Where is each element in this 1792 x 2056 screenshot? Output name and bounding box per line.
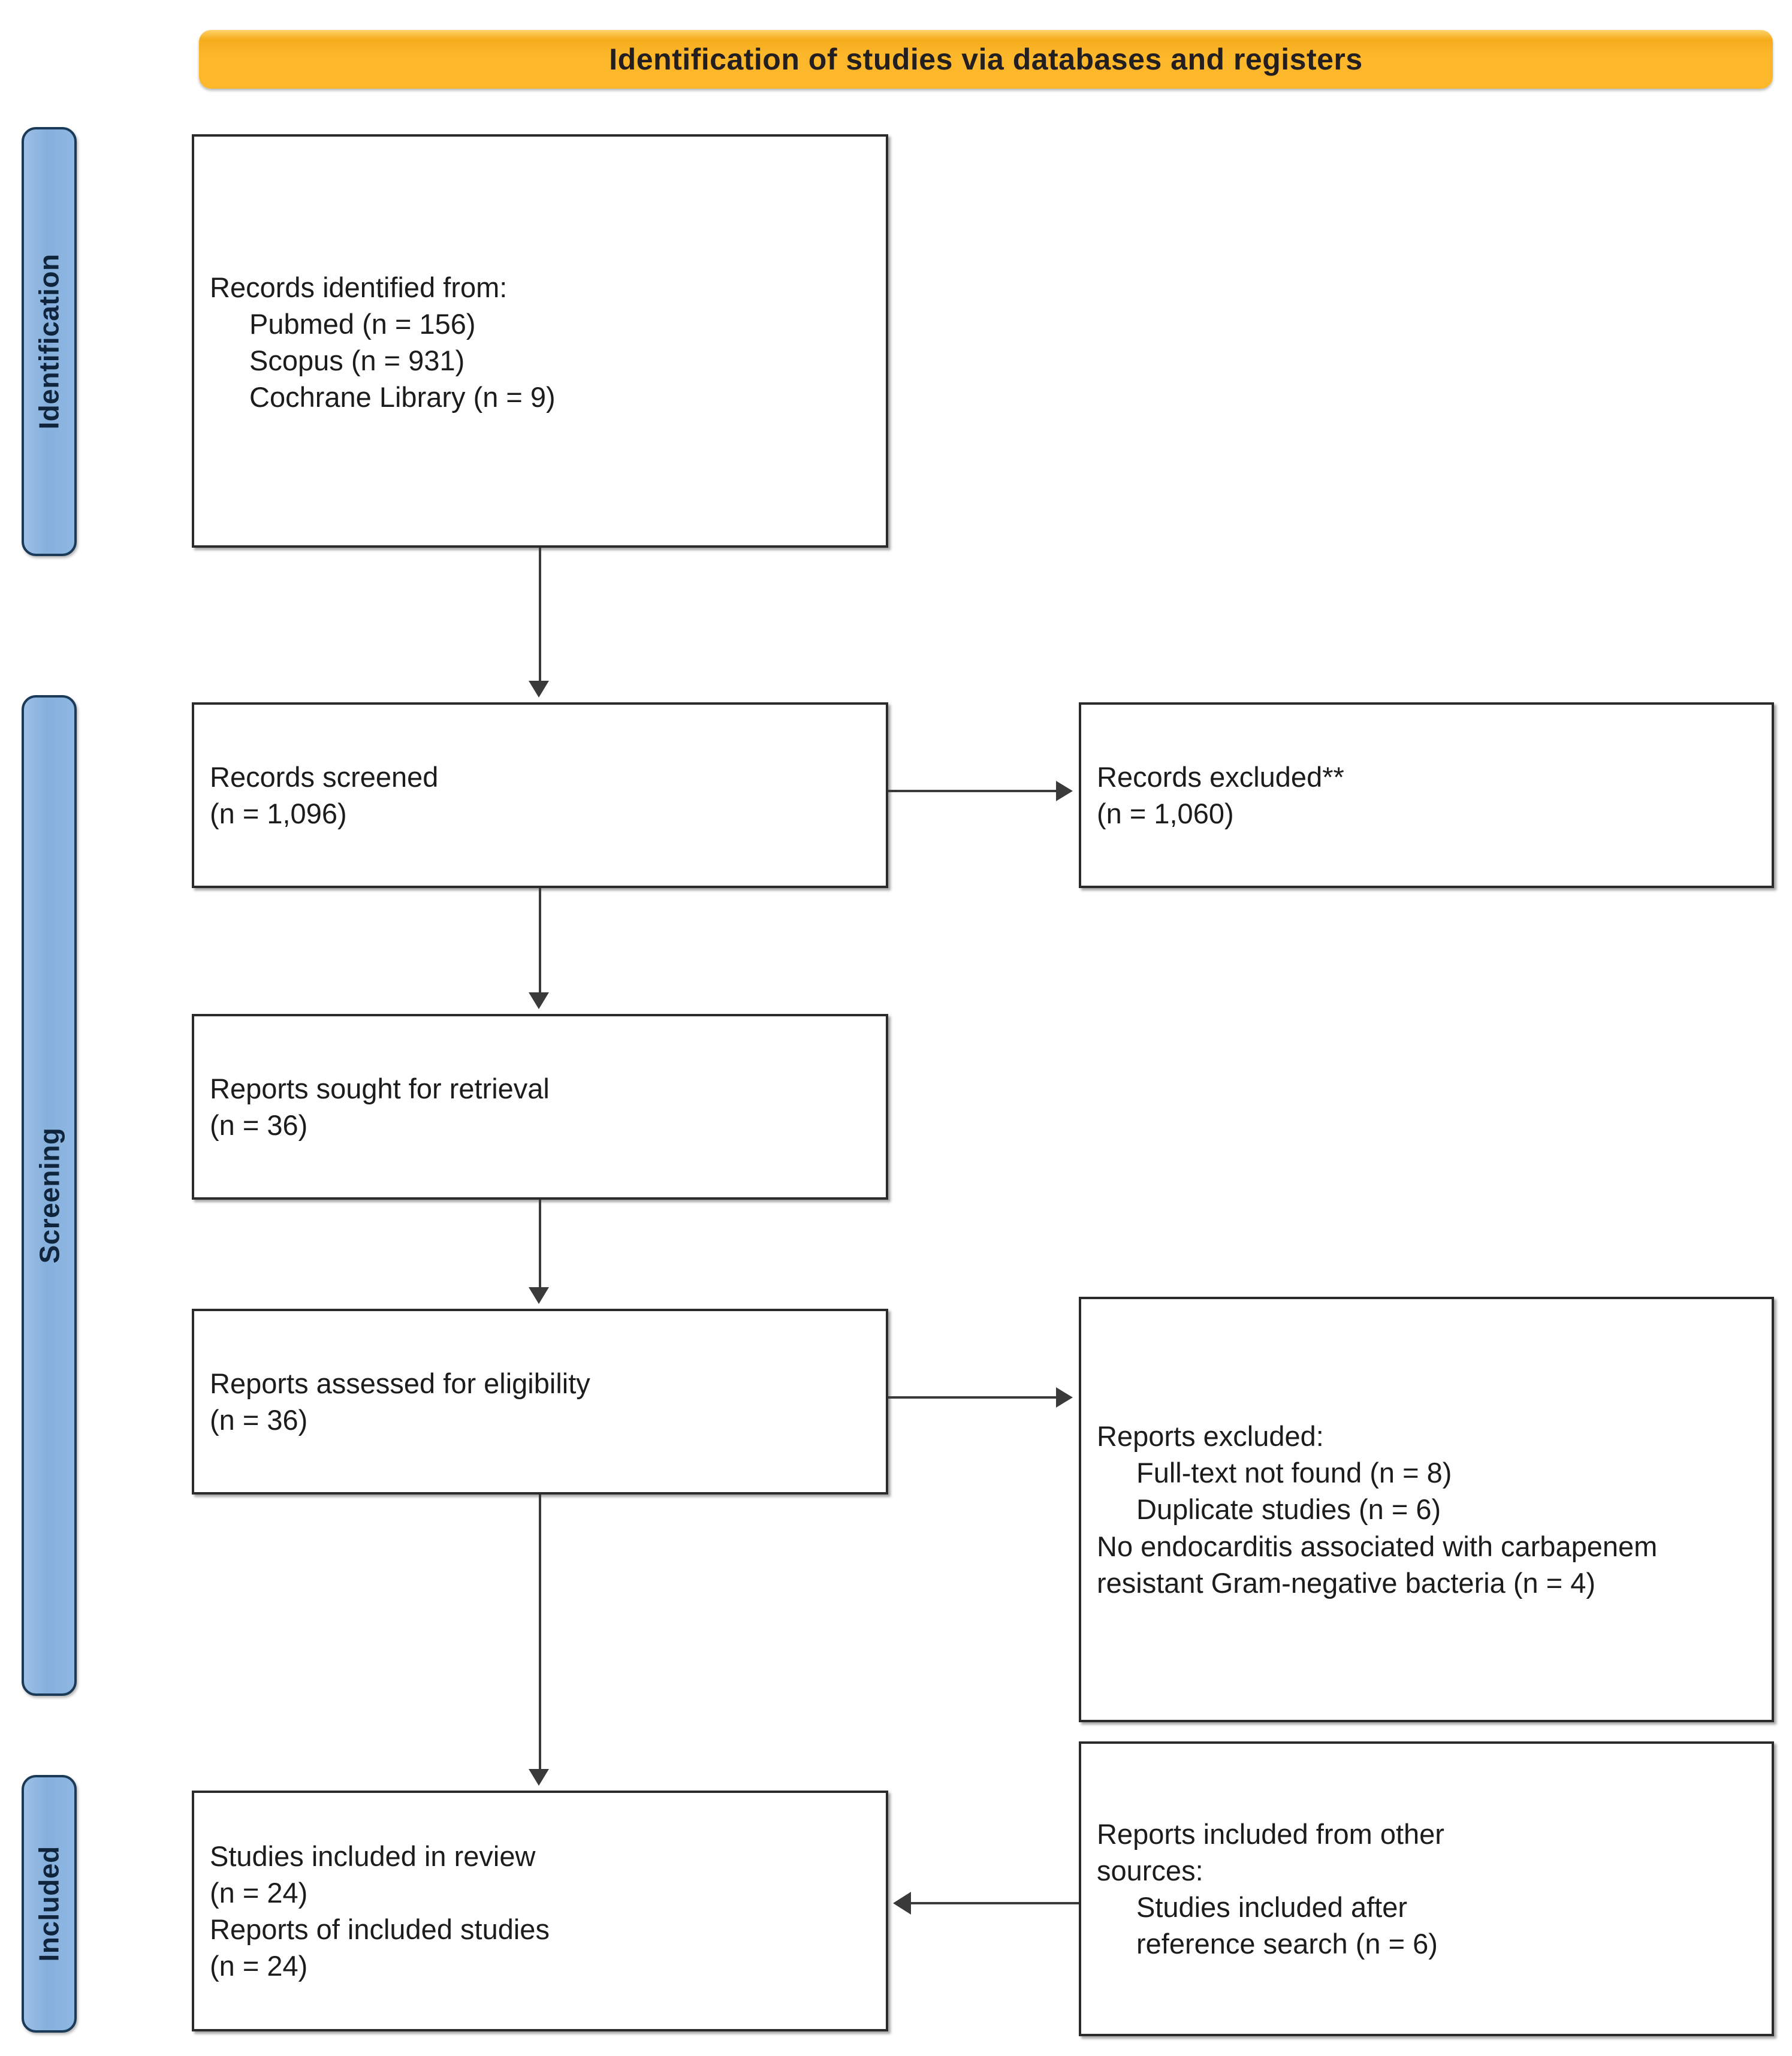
stage-label-included-text: Included [34, 1846, 65, 1962]
reports-of-included-studies-count: (n = 24) [210, 1950, 308, 1982]
arrow-head-sought-to-assessed-icon [529, 1287, 549, 1304]
connector-assessed-to-included [539, 1495, 541, 1769]
connector-assessed-to-reports-excluded [888, 1396, 1056, 1399]
other-sources-item-line2: reference search (n = 6) [1136, 1928, 1438, 1960]
box-records-identified: Records identified from: Pubmed (n = 156… [192, 134, 888, 548]
other-sources-header-line1: Reports included from other [1097, 1818, 1444, 1850]
records-excluded-count: (n = 1,060) [1097, 798, 1234, 829]
reports-excluded-reason-no-endocarditis: No endocarditis associated with carbapen… [1097, 1530, 1658, 1599]
stage-label-screening-text: Screening [34, 1127, 65, 1264]
box-records-excluded: Records excluded** (n = 1,060) [1079, 702, 1774, 888]
box-reports-sought-for-retrieval: Reports sought for retrieval (n = 36) [192, 1014, 888, 1200]
arrow-head-screened-to-records-excluded-icon [1056, 781, 1073, 801]
box-records-screened: Records screened (n = 1,096) [192, 702, 888, 888]
reports-sought-count: (n = 36) [210, 1109, 308, 1141]
arrow-head-assessed-to-included-icon [529, 1769, 549, 1786]
reports-of-included-studies-label: Reports of included studies [210, 1913, 550, 1945]
records-excluded-label: Records excluded** [1097, 760, 1344, 793]
stage-label-identification: Identification [22, 127, 77, 556]
other-sources-header-line2: sources: [1097, 1854, 1203, 1886]
box-reports-included-other-sources: Reports included from other sources: Stu… [1079, 1741, 1774, 2036]
box-reports-excluded-detail: Reports excluded: Full-text not found (n… [1079, 1297, 1774, 1722]
stage-label-screening: Screening [22, 695, 77, 1696]
reports-assessed-count: (n = 36) [210, 1404, 308, 1436]
arrow-head-other-sources-to-included-icon [893, 1892, 911, 1915]
records-identified-source-pubmed: Pubmed (n = 156) [249, 307, 476, 340]
reports-excluded-reason-full-text: Full-text not found (n = 8) [1136, 1457, 1452, 1489]
box-studies-included-in-review: Studies included in review (n = 24) Repo… [192, 1791, 888, 2031]
records-identified-header: Records identified from: [210, 271, 508, 303]
connector-sought-to-assessed [539, 1200, 541, 1287]
banner-title: Identification of studies via databases … [609, 43, 1363, 76]
stage-label-included: Included [22, 1775, 77, 2033]
records-screened-count: (n = 1,096) [210, 798, 347, 829]
connector-screened-to-records-excluded [888, 790, 1056, 792]
stage-label-identification-text: Identification [34, 253, 65, 430]
reports-excluded-reason-duplicate: Duplicate studies (n = 6) [1136, 1493, 1441, 1526]
reports-excluded-header: Reports excluded: [1097, 1420, 1324, 1453]
arrow-head-screened-to-sought-icon [529, 992, 549, 1009]
arrow-head-identified-to-screened-icon [529, 681, 549, 698]
box-reports-assessed-for-eligibility: Reports assessed for eligibility (n = 36… [192, 1309, 888, 1495]
records-identified-source-scopus: Scopus (n = 931) [249, 345, 465, 376]
reports-assessed-label: Reports assessed for eligibility [210, 1367, 590, 1399]
records-screened-label: Records screened [210, 760, 439, 793]
reports-sought-label: Reports sought for retrieval [210, 1072, 550, 1104]
records-identified-source-cochrane: Cochrane Library (n = 9) [249, 381, 556, 413]
arrow-head-assessed-to-reports-excluded-icon [1056, 1387, 1073, 1408]
other-sources-item-line1: Studies included after [1136, 1891, 1408, 1923]
studies-included-label: Studies included in review [210, 1840, 536, 1872]
studies-included-count: (n = 24) [210, 1876, 308, 1909]
connector-identified-to-screened [539, 548, 541, 681]
banner-identification-header: Identification of studies via databases … [199, 30, 1773, 89]
connector-other-sources-to-included [911, 1902, 1079, 1904]
connector-screened-to-sought [539, 888, 541, 992]
